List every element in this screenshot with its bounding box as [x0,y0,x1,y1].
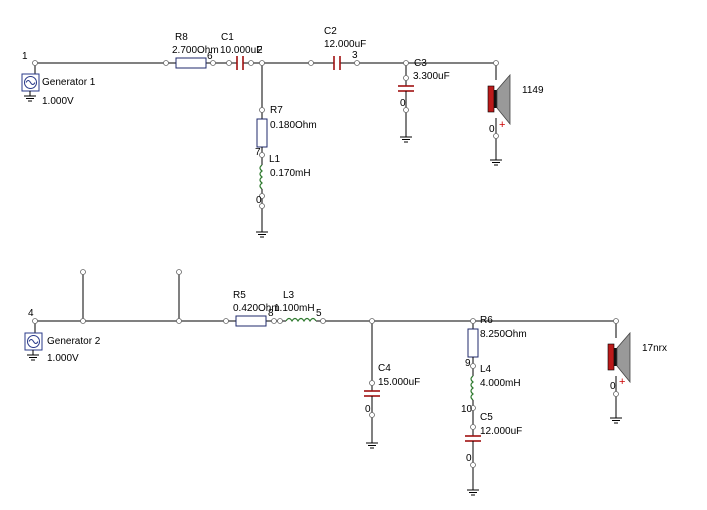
inductor-icon [259,164,263,190]
r8-value: 2.700Ohm [172,45,219,56]
svg-text:+: + [619,376,625,388]
r7-value: 0.180Ohm [270,120,317,131]
c1-name: C1 [221,32,234,43]
node-label: 0 [400,98,406,109]
r6-value: 8.250Ohm [480,329,527,340]
node-label: 10 [461,404,473,415]
speaker-icon [607,343,615,371]
speaker-2-name: 17nrx [642,343,667,354]
speaker-icon [487,85,495,113]
node-label: 9 [465,358,471,369]
resistor-icon [467,328,479,358]
inductor-l4[interactable]: L4 4.000mH [470,364,521,401]
r7-name: R7 [270,105,283,116]
r8-name: R8 [175,32,188,43]
l4-value: 4.000mH [480,378,521,389]
generator-2-value: 1.000V [47,353,79,364]
resistor-icon [175,57,207,69]
node-label: 3 [352,50,358,61]
speaker-17nrx[interactable]: + 17nrx [607,331,667,388]
node-label: 4 [28,308,34,319]
node-label: 0 [365,404,371,415]
resistor-r8[interactable]: R8 2.700Ohm [172,32,219,69]
capacitor-c2[interactable]: C2 12.000uF [324,26,366,70]
c3-name: C3 [414,58,427,69]
svg-text:+: + [499,119,505,131]
resistor-r5[interactable]: R5 0.420Ohm [233,290,280,327]
inductor-l1[interactable]: L1 0.170mH [259,154,311,190]
circuit-1: Generator 1 1.000V R8 2.700Ohm C1 10.000… [21,26,544,238]
inductor-icon [285,317,317,323]
c1-value: 10.000uF [220,45,262,56]
r5-value: 0.420Ohm [233,303,280,314]
c5-name: C5 [480,412,493,423]
node-label: 6 [207,51,213,62]
generator-1[interactable]: Generator 1 1.000V [21,73,96,107]
node-label: 5 [316,308,322,319]
generator-2[interactable]: Generator 2 1.000V [24,332,101,364]
node-label: 0 [256,195,262,206]
capacitor-c1[interactable]: C1 10.000uF [220,32,262,70]
node-label: 1 [22,51,28,62]
l3-value: 1.100mH [274,303,315,314]
generator-1-value: 1.000V [42,96,74,107]
l1-value: 0.170mH [270,168,311,179]
c2-value: 12.000uF [324,39,366,50]
circuit-2: Generator 2 1.000V R5 0.420Ohm L3 1.100m… [24,269,667,496]
node-label: 7 [255,147,261,158]
generator-1-name: Generator 1 [42,77,96,88]
r5-name: R5 [233,290,246,301]
generator-2-name: Generator 2 [47,336,101,347]
node-label: 0 [489,124,495,135]
r6-name: R6 [480,315,493,326]
l1-name: L1 [269,154,281,165]
l4-name: L4 [480,364,492,375]
c4-name: C4 [378,363,391,374]
c5-value: 12.000uF [480,426,522,437]
node-label: 0 [466,453,472,464]
speaker-1149[interactable]: + 1149 [487,73,544,131]
resistor-icon [256,118,268,148]
node-label: 2 [257,45,263,56]
c4-value: 15.000uF [378,377,420,388]
c3-value: 3.300uF [413,71,450,82]
l3-name: L3 [283,290,295,301]
resistor-r7[interactable]: R7 0.180Ohm [256,105,317,148]
resistor-icon [235,315,267,327]
node-label: 0 [610,381,616,392]
c2-name: C2 [324,26,337,37]
inductor-l3[interactable]: L3 1.100mH [274,290,317,323]
speaker-1-name: 1149 [522,85,544,96]
inductor-icon [470,375,474,401]
node-label: 8 [268,308,274,319]
